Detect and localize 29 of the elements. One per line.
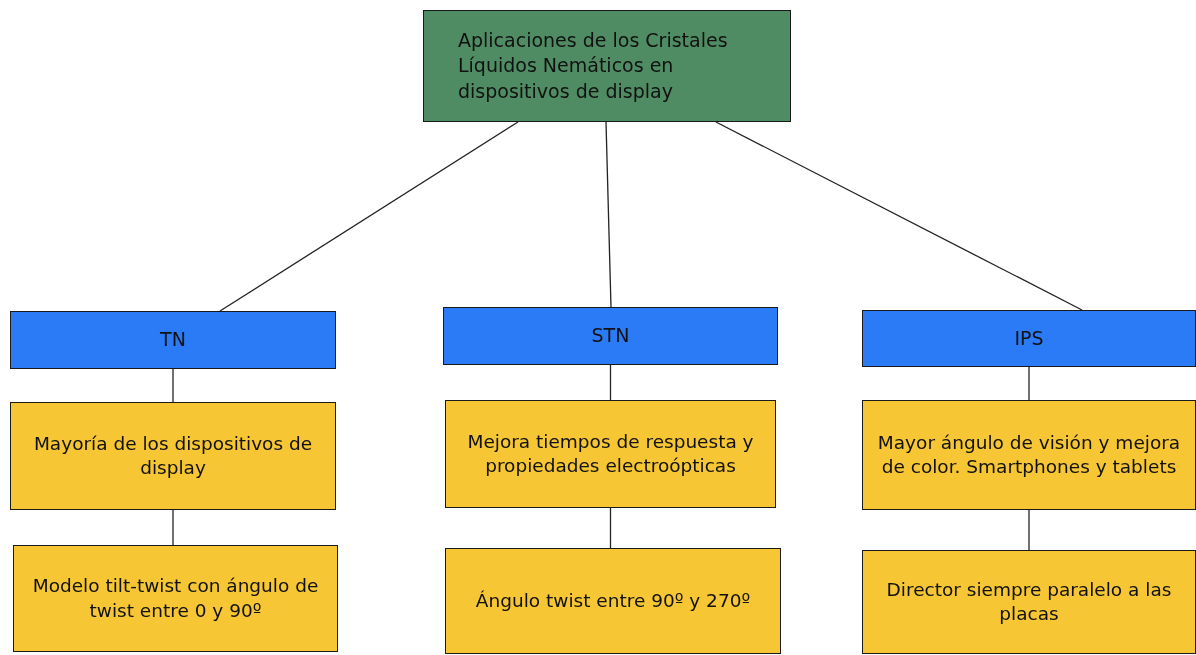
box-label: Mayor ángulo de visión y mejora de color. Smartphones y tablets [876, 430, 1182, 479]
connector-line [172, 509, 174, 546]
connector-line [219, 121, 519, 312]
box-label: Mejora tiempos de respuesta y propiedades electroópticas [466, 429, 755, 478]
box-label: STN [591, 323, 630, 349]
description-box [10, 402, 336, 510]
description-box [445, 548, 781, 654]
description-box [862, 550, 1196, 654]
category-box [443, 307, 778, 365]
box-label: Director siempre paralelo a las placas [885, 577, 1173, 626]
connector-line [605, 121, 612, 308]
box-label: IPS [1014, 325, 1044, 351]
box-label: Modelo tilt-twist con ángulo de twist entre 0 y 90º [31, 574, 320, 623]
connector-line [172, 368, 174, 403]
description-box [13, 545, 338, 652]
category-box [10, 311, 336, 369]
connector-line [609, 364, 612, 401]
box-label: TN [160, 327, 186, 353]
category-box [862, 310, 1196, 367]
description-box [862, 400, 1196, 510]
topic-box [423, 10, 791, 122]
connector-line [1028, 509, 1030, 551]
connector-line [609, 507, 612, 549]
box-label: Aplicaciones de los Cristales Líquidos Nemáticos en dispositivos de display [458, 28, 729, 104]
connector-line [1028, 366, 1030, 401]
description-box [445, 400, 776, 508]
box-label: Mayoría de los dispositivos de display [32, 431, 314, 480]
connector-line [715, 121, 1083, 311]
box-label: Ángulo twist entre 90º y 270º [475, 588, 751, 613]
